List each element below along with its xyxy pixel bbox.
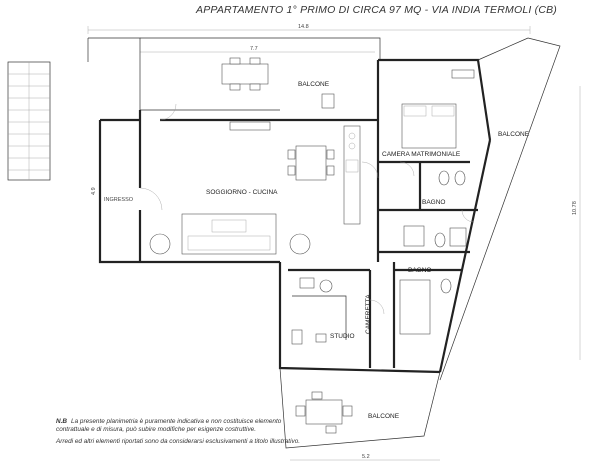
label-cameretta: CAMERETTA — [365, 294, 372, 334]
double-bed — [401, 103, 457, 149]
balcony-washer — [321, 93, 335, 109]
single-bed — [399, 279, 431, 335]
bath-fixtures — [403, 170, 467, 294]
dim-right-height: 10.78 — [572, 201, 578, 215]
dim-inner-width: 7.7 — [250, 46, 258, 52]
doors — [139, 103, 475, 315]
dim-bottom-width: 5.2 — [362, 454, 370, 460]
dim-left-height: 4.9 — [91, 187, 97, 195]
wardrobe — [451, 69, 475, 79]
note-text-2: Arredi ed altri elementi riportati sono … — [56, 438, 301, 445]
armchair-left — [149, 233, 171, 255]
note-label: N.B — [56, 418, 68, 425]
label-studio: STUDIO — [330, 333, 355, 340]
note-text-1: La presente planimetria è puramente indi… — [56, 418, 282, 433]
armchair-right — [289, 233, 311, 255]
kitchen-counter — [343, 125, 361, 225]
window-bench — [229, 121, 271, 131]
lower-balcony-table — [295, 391, 353, 434]
plan-title: APPARTAMENTO 1° PRIMO DI CIRCA 97 MQ - V… — [196, 4, 558, 16]
label-balcone-top: BALCONE — [298, 81, 330, 88]
dim-top-width: 14.8 — [298, 24, 309, 30]
sofa — [181, 213, 277, 255]
label-bagno-2: BAGNO — [408, 267, 431, 274]
label-bagno-1: BAGNO — [422, 199, 445, 206]
label-balcone-right: BALCONE — [498, 131, 530, 138]
label-balcone-bottom: BALCONE — [368, 413, 400, 420]
balcony-table — [221, 57, 269, 91]
walls — [87, 37, 561, 449]
label-soggiorno: SOGGIORNO - CUCINA — [206, 189, 278, 196]
study-desk — [291, 277, 347, 345]
label-ingresso: INGRESSO — [104, 197, 134, 203]
staircase — [7, 61, 51, 181]
dining-table — [287, 145, 335, 181]
label-camera: CAMERA MATRIMONIALE — [382, 151, 461, 158]
